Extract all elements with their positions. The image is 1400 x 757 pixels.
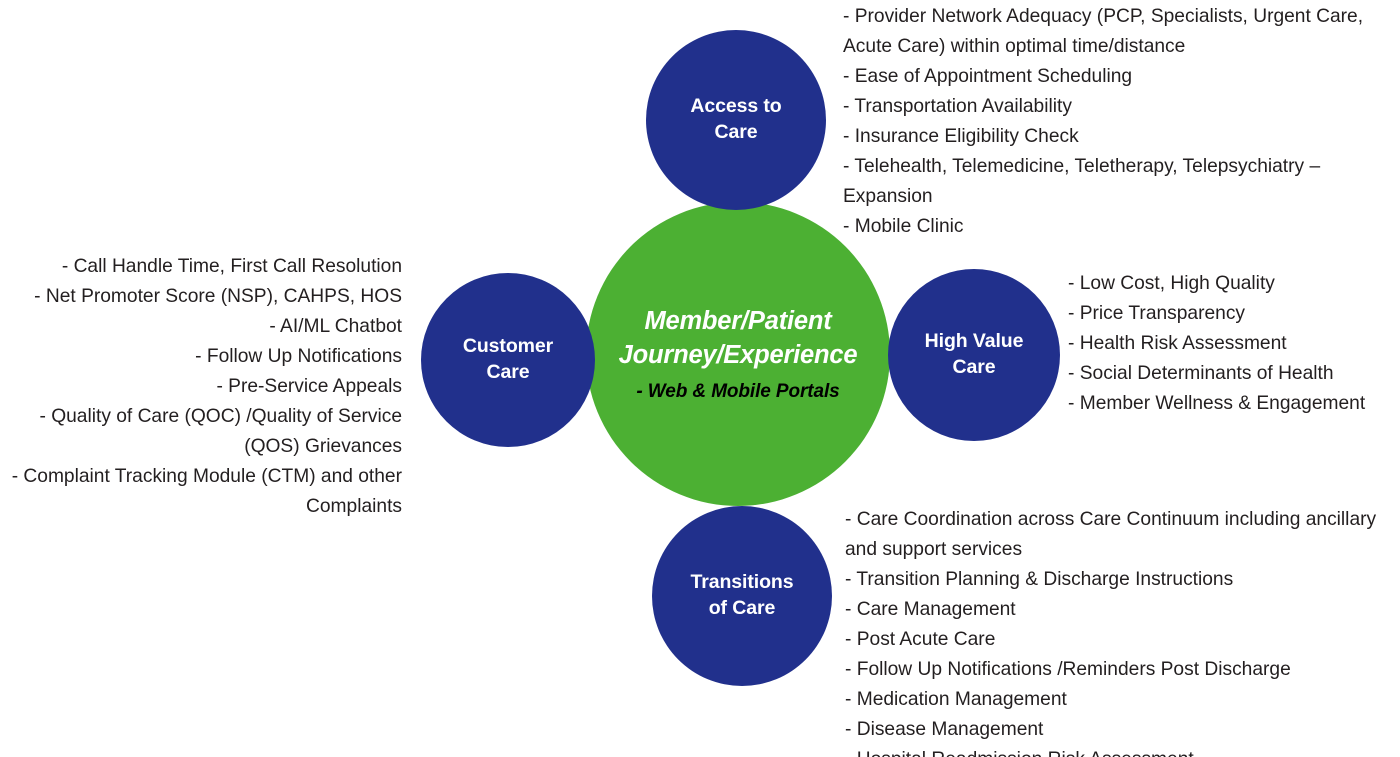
hub-title: Member/Patient Journey/Experience — [619, 305, 858, 371]
customer-care-details: - Call Handle Time, First Call Resolutio… — [11, 256, 402, 518]
access-to-care-details: - Provider Network Adequacy (PCP, Specia… — [843, 6, 1364, 238]
node-label-high-value-care: High Value Care — [925, 329, 1024, 380]
high-value-care-details: - Low Cost, High Quality - Price Transpa… — [1068, 273, 1366, 415]
hub-title-line-1: Member/Patient — [644, 307, 832, 336]
node-label-line-1: Transitions — [690, 571, 794, 594]
node-label-line-2: Care — [952, 356, 996, 378]
node-label-line-1: Customer — [462, 335, 554, 358]
node-circle-customer-care[interactable]: Customer Care — [421, 273, 595, 447]
node-label-transitions-of-care: Transitions of Care — [691, 570, 794, 621]
hub-title-line-2: Journey/Experience — [618, 340, 858, 369]
node-label-customer-care: Customer Care — [463, 334, 553, 385]
node-circle-access-to-care[interactable]: Access to Care — [646, 30, 826, 210]
node-label-line-1: Access to — [690, 95, 782, 118]
node-circle-high-value-care[interactable]: High Value Care — [888, 269, 1060, 441]
node-label-line-1: High Value — [924, 330, 1024, 353]
node-label-access-to-care: Access to Care — [690, 94, 781, 145]
node-label-line-2: Care — [714, 121, 758, 143]
transitions-of-care-details: - Care Coordination across Care Continuu… — [845, 509, 1377, 757]
hub-subtitle: - Web & Mobile Portals — [636, 380, 840, 402]
node-circle-transitions-of-care[interactable]: Transitions of Care — [652, 506, 832, 686]
node-label-line-2: of Care — [708, 597, 776, 619]
node-label-line-2: Care — [486, 361, 530, 383]
hub-circle-member-patient-journey[interactable]: Member/Patient Journey/Experience - Web … — [586, 202, 890, 506]
